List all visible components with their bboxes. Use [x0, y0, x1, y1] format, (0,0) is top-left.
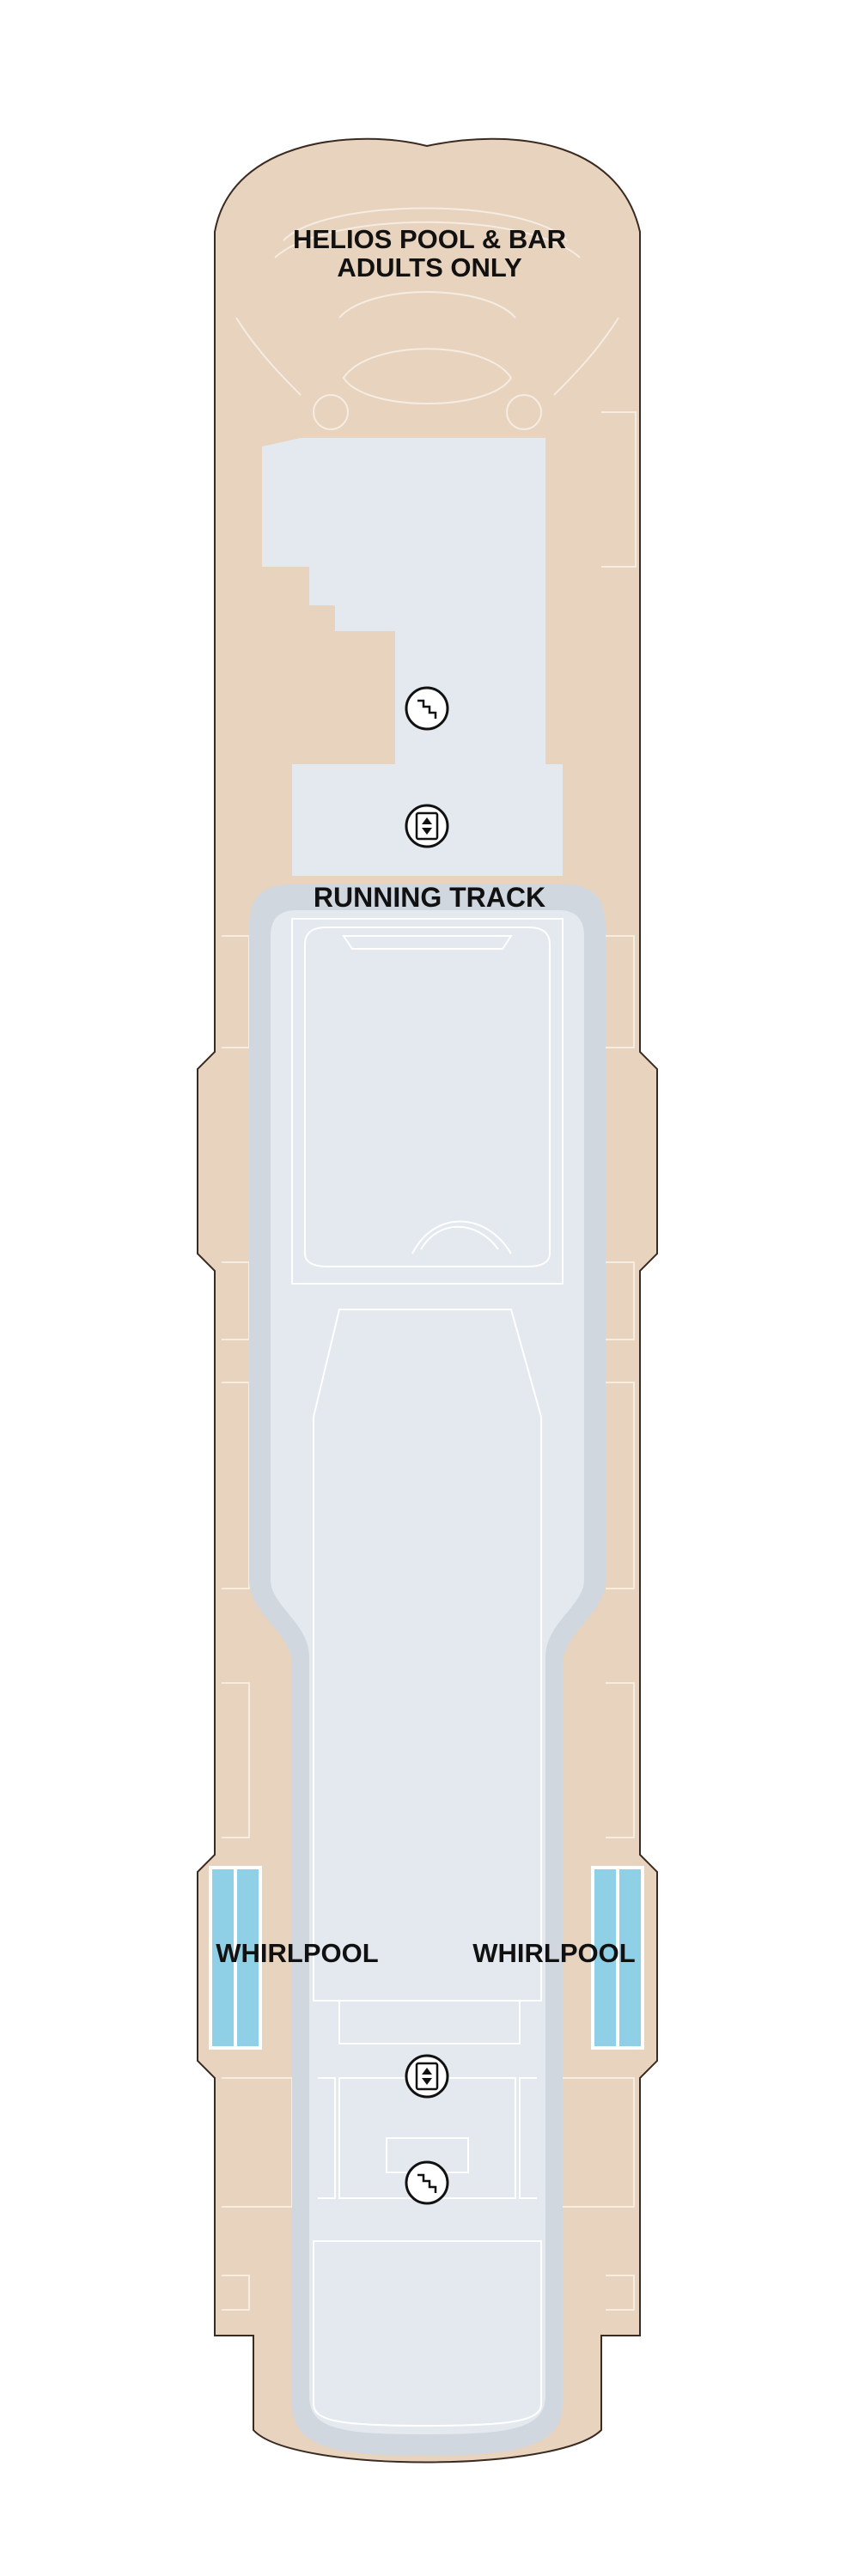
whirlpool-port: [209, 1866, 262, 2050]
stairs-icon: [405, 686, 449, 731]
center-interior: [271, 910, 584, 2434]
pool-bar-furniture: [222, 207, 637, 2311]
elevator-icon: [405, 2054, 449, 2099]
stairs-icon: [405, 2160, 449, 2205]
whirlpool-port-label: WHIRLPOOL: [216, 1938, 378, 1968]
elevator-icon: [405, 804, 449, 848]
running-track-label: RUNNING TRACK: [314, 882, 545, 913]
pool-subtitle: ADULTS ONLY: [337, 252, 522, 283]
interior-details: [291, 918, 564, 2427]
whirlpool-starboard-label: WHIRLPOOL: [472, 1938, 635, 1968]
pool-title: HELIOS POOL & BAR: [293, 224, 566, 254]
whirlpool-starboard: [591, 1866, 644, 2050]
